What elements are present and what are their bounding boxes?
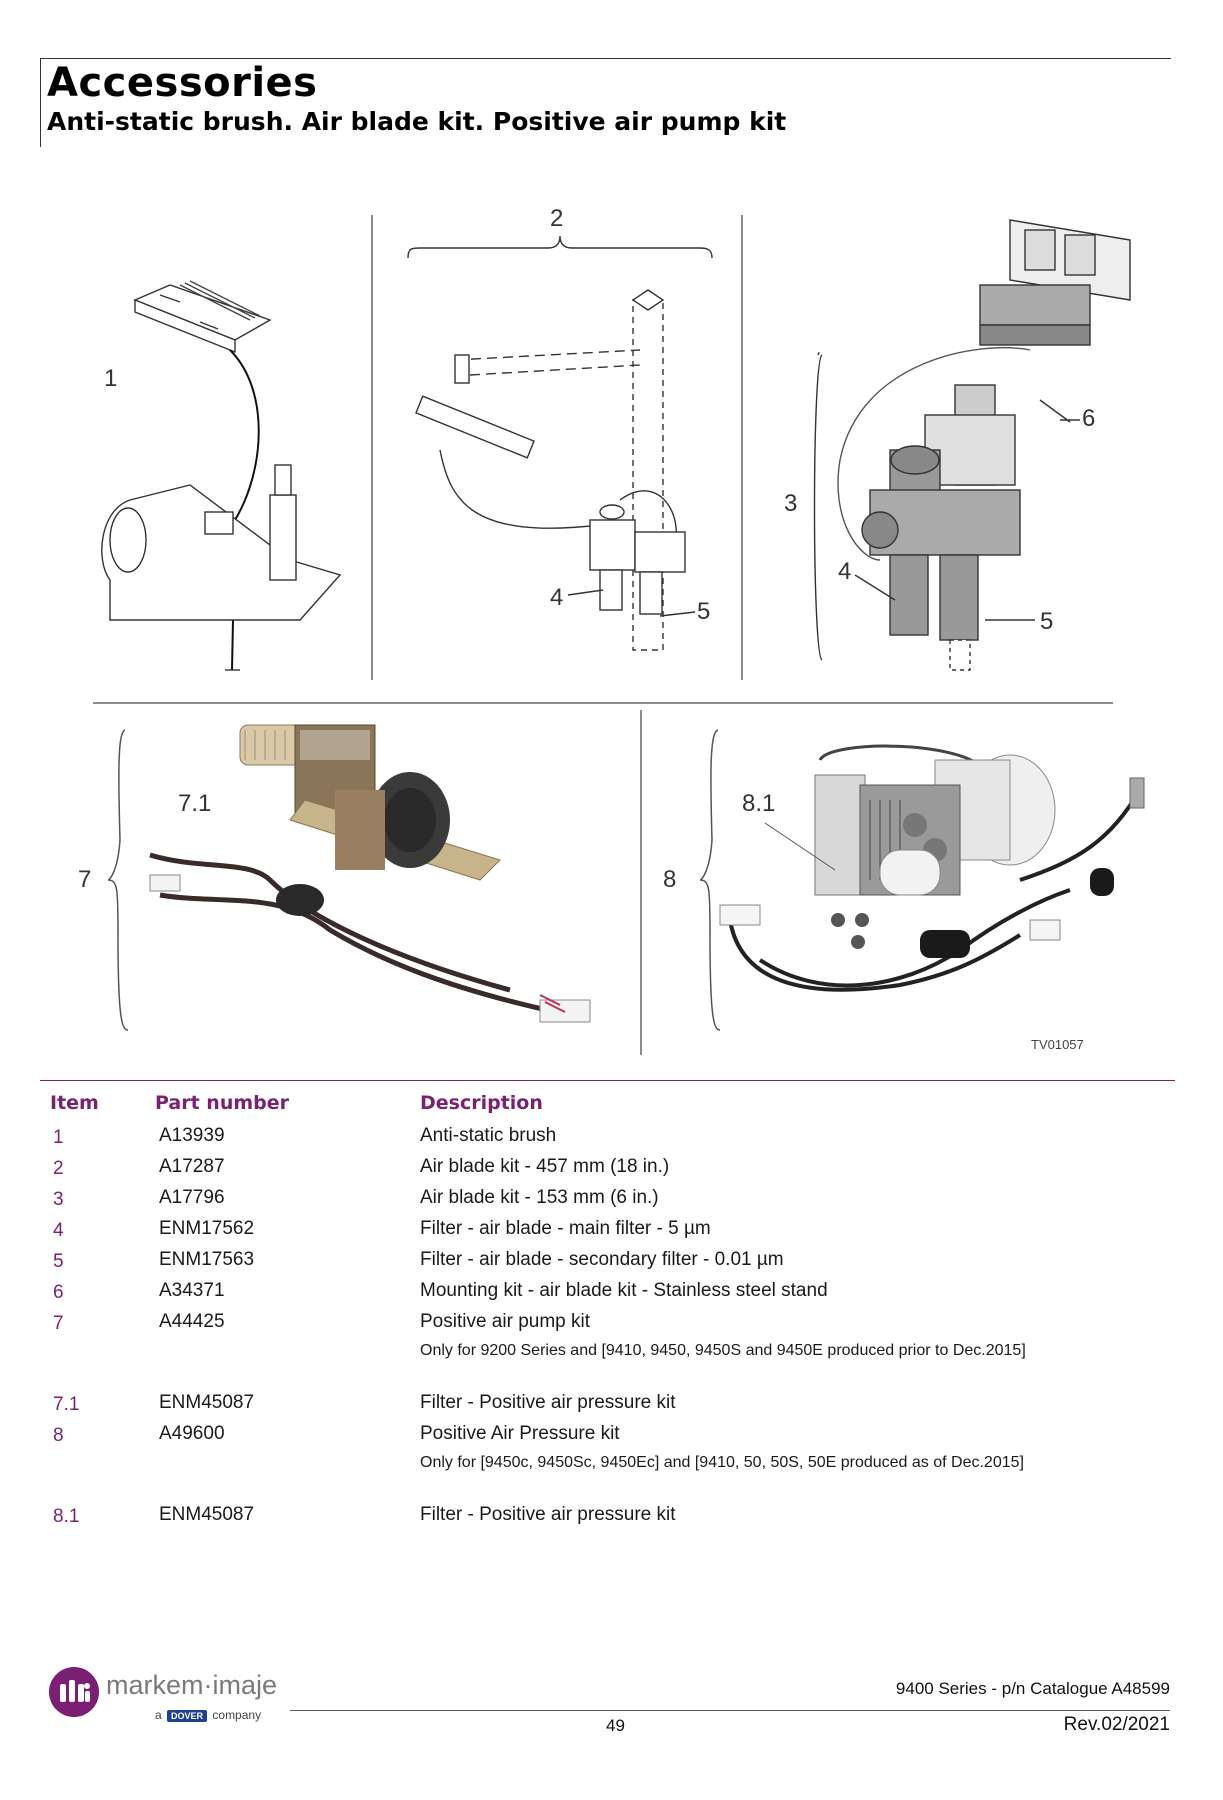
row-description: Filter - Positive air pressure kit [420,1392,676,1413]
air-blade-kit-stand-drawing [813,219,1131,671]
dover-logo: DOVER [167,1709,208,1722]
accessories-figure [93,215,1145,1055]
row-item: 8.1 [53,1506,80,1527]
callout-2: 2 [550,205,564,232]
callout-8-1: 8.1 [742,790,776,817]
row-item: 8 [53,1425,64,1446]
table-row: 3 A17796 Air blade kit - 153 mm (6 in.) [0,1185,1223,1215]
column-header-item: Item [50,1092,99,1114]
table-row: 8 A49600 Positive Air Pressure kit [0,1421,1223,1451]
row-description: Filter - air blade - secondary filter - … [420,1249,784,1270]
brand-name: markem·imaje [106,1670,278,1700]
tagline-suffix: company [212,1708,262,1722]
row-part-number: A17287 [159,1156,225,1177]
table-row: 6 A34371 Mounting kit - air blade kit - … [0,1278,1223,1308]
row-item: 2 [53,1158,64,1179]
row-part-number: ENM17562 [159,1218,255,1239]
page-number: 49 [606,1716,625,1735]
row-description: Mounting kit - air blade kit - Stainless… [420,1280,828,1301]
row-description: Positive Air Pressure kit [420,1423,620,1444]
header-frame [40,58,1171,147]
callout-7-1: 7.1 [178,790,212,817]
table-top-rule [40,1080,1175,1081]
callout-6: 6 [1082,405,1096,432]
callout-4-panel2: 4 [550,584,564,611]
row-item: 3 [53,1189,64,1210]
row-part-number: ENM45087 [159,1504,255,1525]
row-description: Air blade kit - 457 mm (18 in.) [420,1156,670,1177]
row-item: 7.1 [53,1394,80,1415]
table-row: 7 A44425 Positive air pump kit [0,1309,1223,1339]
brand-tagline: a DOVER company [155,1708,261,1722]
row-part-number: A17796 [159,1187,225,1208]
anti-static-brush-drawing [101,280,342,671]
row-description: Filter - Positive air pressure kit [420,1504,676,1525]
row-description: Filter - air blade - main filter - 5 µm [420,1218,711,1239]
row-note: Only for [9450c, 9450Sc, 9450Ec] and [94… [420,1454,1024,1471]
tagline-prefix: a [155,1708,162,1722]
table-row: 5 ENM17563 Filter - air blade - secondar… [0,1247,1223,1277]
row-item: 7 [53,1313,64,1334]
row-note: Only for 9200 Series and [9410, 9450, 94… [420,1342,1026,1359]
callout-4-panel3: 4 [838,558,852,585]
row-part-number: ENM45087 [159,1392,255,1413]
positive-air-pressure-kit-photo [699,729,1145,1031]
row-part-number: A44425 [159,1311,225,1332]
table-row: 7.1 ENM45087 Filter - Positive air press… [0,1390,1223,1420]
catalogue-reference: 9400 Series - p/n Catalogue A48599 [895,1679,1170,1698]
markem-imaje-logo-icon [49,1667,99,1717]
column-header-part-number: Part number [155,1092,290,1114]
positive-air-pump-photo [107,724,591,1031]
row-part-number: A13939 [159,1125,225,1146]
revision: Rev.02/2021 [1063,1714,1170,1735]
column-header-description: Description [420,1092,543,1114]
figure-reference-code: TV01057 [1031,1037,1084,1052]
callout-5-panel3: 5 [1040,608,1054,635]
callout-8: 8 [663,866,677,893]
page-subtitle: Anti-static brush. Air blade kit. Positi… [47,107,787,136]
row-part-number: A49600 [159,1423,225,1444]
row-item: 6 [53,1282,64,1303]
row-description: Air blade kit - 153 mm (6 in.) [420,1187,659,1208]
callout-3: 3 [784,490,798,517]
row-item: 4 [53,1220,64,1241]
air-blade-kit-drawing [407,235,713,651]
table-row: 1 A13939 Anti-static brush [0,1123,1223,1153]
callout-1: 1 [104,365,118,392]
row-item: 5 [53,1251,64,1272]
callout-5-panel2: 5 [697,598,711,625]
table-row: 8.1 ENM45087 Filter - Positive air press… [0,1502,1223,1532]
callout-7: 7 [78,866,92,893]
row-part-number: ENM17563 [159,1249,255,1270]
footer-rule [290,1710,1170,1711]
row-description: Anti-static brush [420,1125,557,1146]
row-description: Positive air pump kit [420,1311,591,1332]
table-row: 2 A17287 Air blade kit - 457 mm (18 in.) [0,1154,1223,1184]
row-item: 1 [53,1127,64,1148]
table-row: 4 ENM17562 Filter - air blade - main fil… [0,1216,1223,1246]
page-title: Accessories [47,60,318,106]
row-part-number: A34371 [159,1280,225,1301]
